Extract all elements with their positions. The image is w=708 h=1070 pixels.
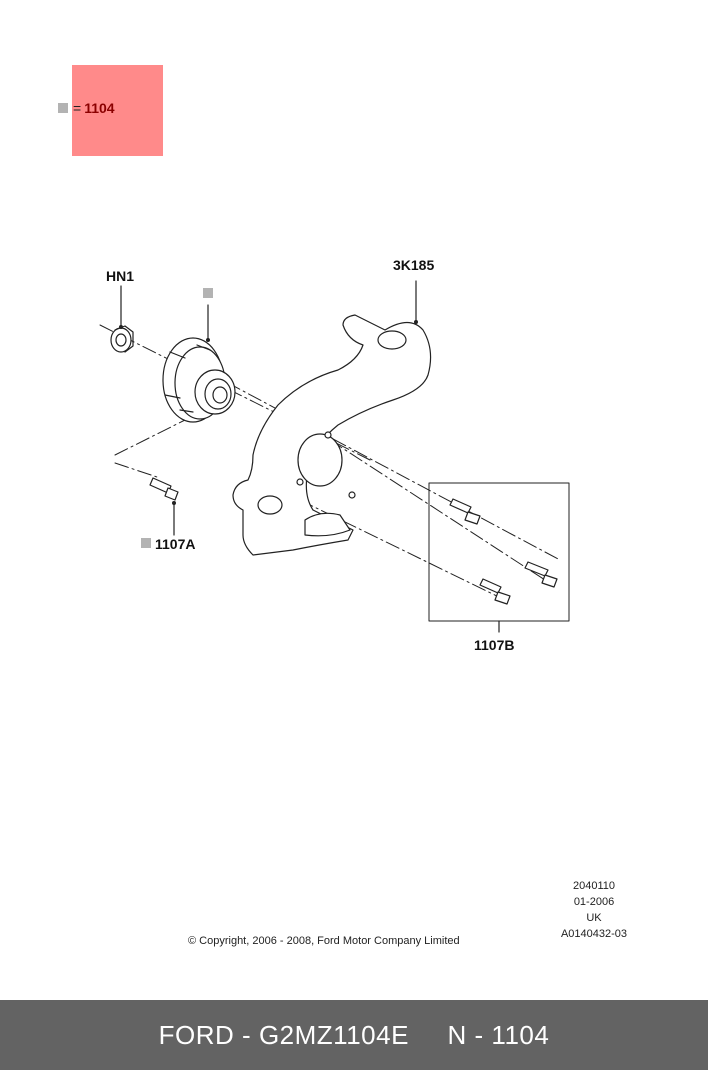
- steering-knuckle: [232, 280, 432, 556]
- callout-marker-icon: [141, 538, 151, 548]
- exploded-parts-diagram: [99, 280, 570, 633]
- wheel-hub: [162, 304, 236, 423]
- meta-line-1: 2040110: [572, 880, 615, 892]
- callout-1107a: 1107A: [155, 536, 196, 552]
- footer-ref: N - 1104: [447, 1019, 550, 1050]
- hn1-nut: [110, 285, 134, 353]
- legend-part-number: 1104: [84, 100, 115, 116]
- callout-3k185: 3K185: [393, 257, 435, 273]
- callout-1107b: 1107B: [474, 637, 515, 653]
- legend-equals: =: [73, 100, 82, 116]
- callout-marker-icon: [203, 288, 213, 298]
- legend-marker-icon: [58, 103, 68, 113]
- footer-part-number: G2MZ1104E: [258, 1019, 409, 1050]
- meta-line-4: A0140432-03: [560, 928, 628, 940]
- legend: = 1104: [58, 100, 115, 116]
- meta-line-3: UK: [586, 912, 602, 924]
- bolts-1107b: [449, 498, 558, 633]
- footer-bar: FORD - G2MZ1104E N - 1104: [0, 1000, 708, 1070]
- legend-highlight-box: [72, 65, 163, 156]
- footer-brand: FORD: [158, 1019, 235, 1050]
- bolt-1107a: [149, 477, 179, 536]
- callout-hn1: HN1: [106, 268, 135, 284]
- copyright-notice: © Copyright, 2006 - 2008, Ford Motor Com…: [188, 935, 460, 947]
- drawing-meta: 2040110 01-2006 UK A0140432-03: [556, 878, 632, 942]
- meta-line-2: 01-2006: [573, 896, 615, 908]
